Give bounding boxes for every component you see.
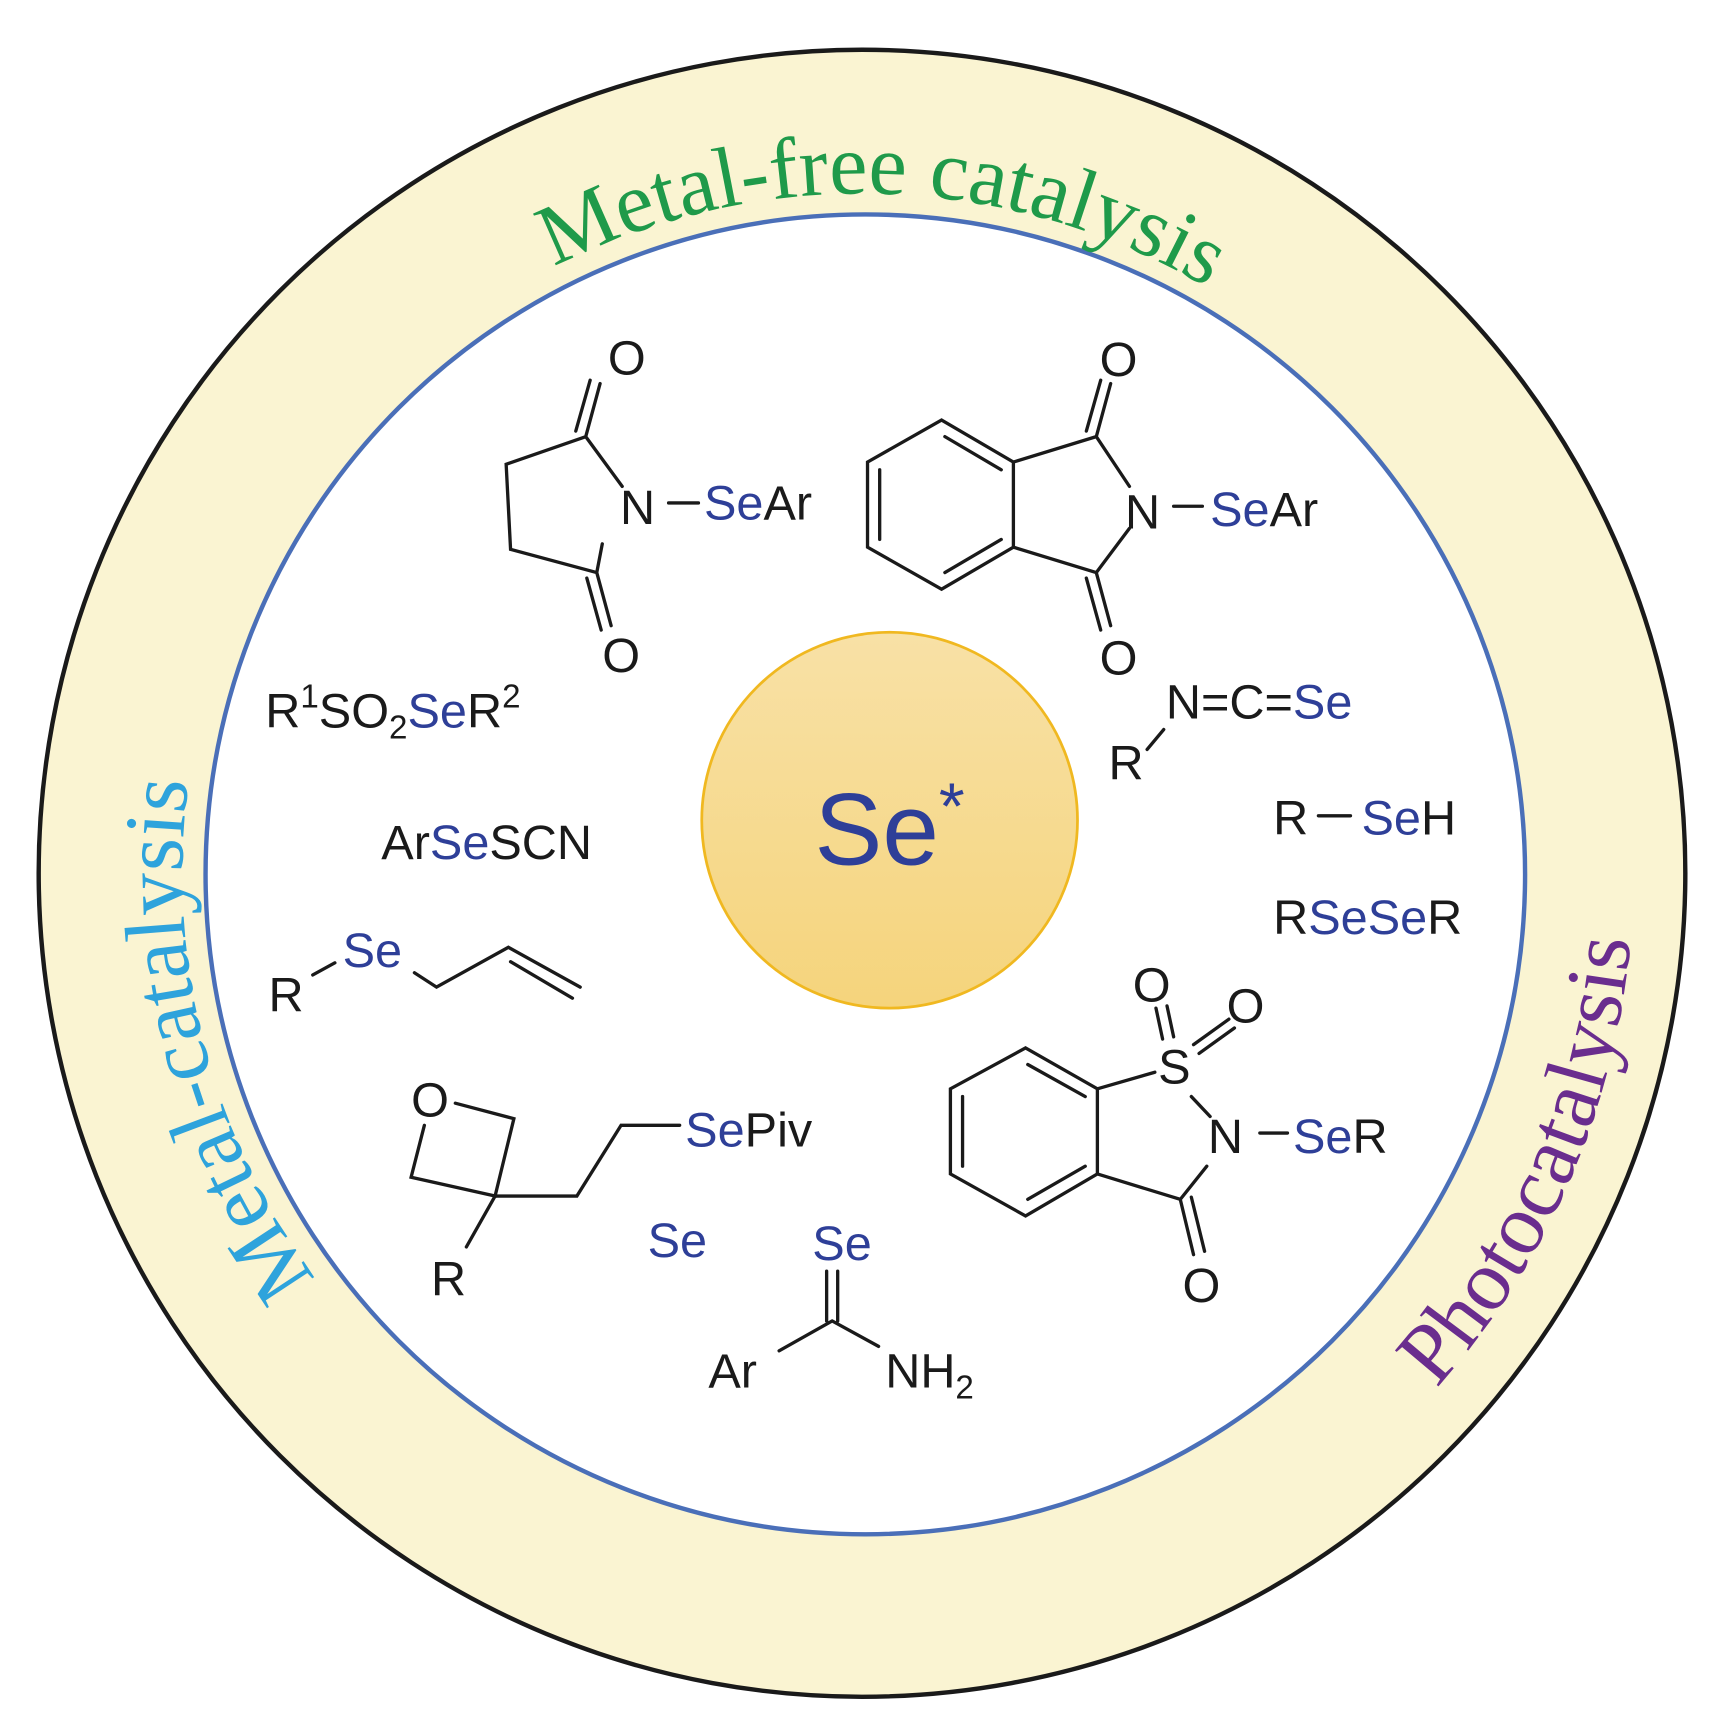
nsuccinimide-r-text: Ar <box>763 477 812 531</box>
nsuccinimide-se-text: Se <box>704 477 763 531</box>
selenocyanate-ar-text: Ar <box>381 816 430 870</box>
isoselenocyanate-nc-text: N=C= <box>1166 676 1293 730</box>
selenosulfonate-se-text: Se <box>407 684 466 738</box>
bond-lines <box>777 1269 881 1353</box>
center-star-text: * <box>939 770 965 844</box>
selenocyanate-se-text: Se <box>430 816 489 870</box>
bond-lines <box>1145 727 1166 752</box>
shape: NH2 <box>885 1344 974 1406</box>
selenosulfonate: R1SO2SeR2 <box>265 678 520 746</box>
oxetane-selenoester-o-text: O <box>411 1073 449 1127</box>
n-selenosuccinimide: O O N SeAr <box>504 332 812 683</box>
n-selenophthalimide: O O N SeAr <box>865 333 1318 685</box>
bond-lines <box>865 378 1205 632</box>
selenosulfonate-so-text: SO <box>319 684 389 738</box>
nsaccharin-r-text: R <box>1352 1110 1387 1164</box>
oxetane-selenoester-se-text: Se <box>685 1103 744 1157</box>
nphthalimide-o-top-text: O <box>1100 333 1138 387</box>
nsuccinimide-o-bottom-text: O <box>602 629 640 683</box>
diselenide-r2-text: R <box>1427 891 1462 945</box>
isoselenocyanate: R N=C=Se <box>1108 676 1352 791</box>
selenol-r-text: R <box>1273 792 1308 846</box>
shape: SeAr <box>704 477 812 531</box>
shape: SeAr <box>1210 483 1318 537</box>
diselenide-se1-text: Se <box>1308 891 1367 945</box>
oxetane-selenoester: O SePiv R <box>409 1073 813 1307</box>
allyl-selenide-se-text: Se <box>343 924 402 978</box>
elemental-selenium: Se <box>648 1214 707 1268</box>
n-selenosaccharin: S O O O N SeR <box>948 958 1388 1313</box>
aryl-selenocyanate: ArSeSCN <box>381 816 592 870</box>
selenol-se-text: Se <box>1362 792 1421 846</box>
nphthalimide-n-text: N <box>1125 485 1160 539</box>
nsaccharin-se-text: Se <box>1293 1110 1352 1164</box>
shape: SePiv <box>685 1103 813 1157</box>
allyl-selenide-r-text: R <box>269 968 304 1022</box>
shape: SeR <box>1293 1110 1388 1164</box>
nphthalimide-o-bottom-text: O <box>1100 631 1138 685</box>
selenoamide-ar-text: Ar <box>708 1344 757 1398</box>
bond-lines <box>948 1004 1290 1257</box>
shape: SeH <box>1362 792 1457 846</box>
selenoamide: Se Ar NH2 <box>708 1217 973 1406</box>
bond-lines <box>504 378 701 632</box>
diselenide: RSeSeR <box>1273 891 1462 945</box>
nsaccharin-n-text: N <box>1208 1110 1243 1164</box>
bond-lines <box>409 1101 682 1249</box>
nsaccharin-o1-text: O <box>1133 958 1171 1012</box>
selenocyanate-scn-text: SCN <box>489 816 592 870</box>
isoselenocyanate-r-text: R <box>1108 736 1143 790</box>
selenosulfonate-sup1-text: 1 <box>300 678 318 715</box>
shape: N=C=Se <box>1166 676 1352 730</box>
se-star-label: Se* <box>815 770 965 886</box>
nphthalimide-se-text: Se <box>1210 483 1269 537</box>
diselenide-se2-text: Se <box>1368 891 1427 945</box>
selenoamide-nh-text: NH <box>885 1344 955 1398</box>
nphthalimide-r-text: Ar <box>1270 483 1319 537</box>
nsaccharin-s-text: S <box>1158 1040 1190 1094</box>
nsaccharin-o2-text: O <box>1227 979 1265 1033</box>
selenol: R SeH <box>1273 792 1456 846</box>
selenosulfonate-sub2-text: 2 <box>389 709 407 746</box>
oxetane-selenoester-r-text: R <box>431 1253 466 1307</box>
nsuccinimide-o-top-text: O <box>608 332 646 386</box>
selenol-h-text: H <box>1421 792 1456 846</box>
center-symbol-text: Se <box>815 772 939 886</box>
selenoamide-se-text: Se <box>812 1217 871 1271</box>
selenosulfonate-sup2-text: 2 <box>502 678 520 715</box>
oxetane-selenoester-piv-text: Piv <box>745 1103 813 1157</box>
nsuccinimide-n-text: N <box>620 481 655 535</box>
bond-lines <box>311 945 582 1000</box>
nsaccharin-o3-text: O <box>1182 1259 1220 1313</box>
selenium-core <box>700 630 1079 1010</box>
selenosulfonate-r1-text: R <box>265 684 300 738</box>
allyl-selenide: R Se <box>269 924 582 1022</box>
selenoamide-sub-text: 2 <box>955 1369 973 1406</box>
isoselenocyanate-se-text: Se <box>1293 676 1352 730</box>
diselenide-r1-text: R <box>1273 891 1308 945</box>
selenosulfonate-r2-text: R <box>467 684 502 738</box>
